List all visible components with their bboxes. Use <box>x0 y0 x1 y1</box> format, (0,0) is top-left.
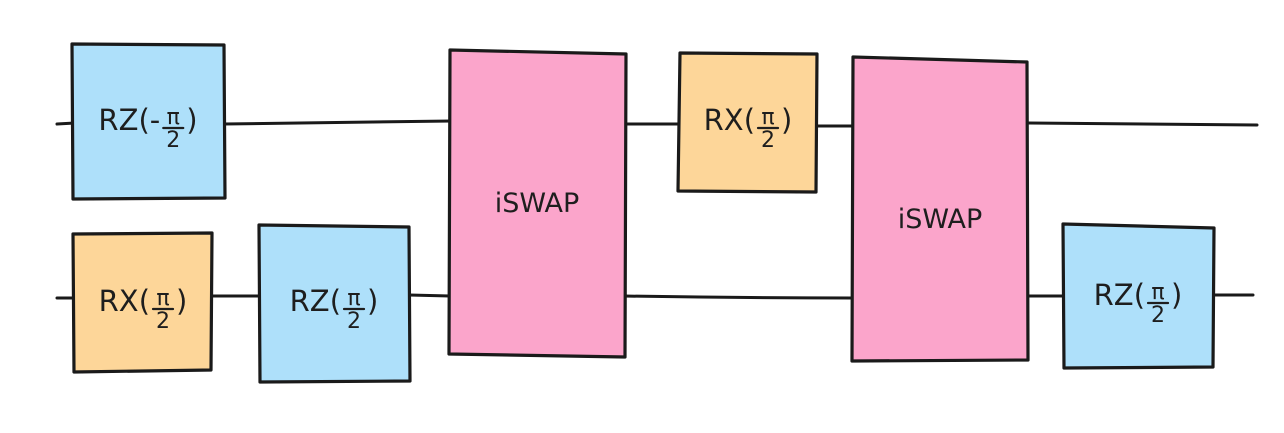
gate-angle-numerator: π <box>347 286 360 311</box>
gate-label: RX(π2) <box>99 284 188 334</box>
gate-label: RZ(π2) <box>290 284 379 334</box>
gate-op: RZ <box>98 103 138 137</box>
gate-open-paren: ( <box>744 103 755 137</box>
gate-open-paren: ( <box>138 103 149 137</box>
gate-angle-numerator: π <box>761 105 774 130</box>
gate-op-text: RX( <box>99 284 150 318</box>
gate-layer: RZ(-π2)RX(π2)RZ(π2)iSWAPRX(π2)iSWAPRZ(π2… <box>70 42 1216 384</box>
gate-label: iSWAP <box>495 188 580 219</box>
rz-gate-1-box <box>70 42 227 201</box>
gate-angle-denominator: 2 <box>761 128 775 153</box>
gate-angle-numerator: π <box>1151 280 1164 305</box>
rz-gate-7-box <box>1061 222 1216 370</box>
rx-gate-2-box <box>71 231 214 374</box>
wire-q0 <box>55 119 1259 128</box>
gate-sign: - <box>150 103 160 137</box>
gate-op: RX <box>704 103 744 137</box>
gate-close-paren: ) <box>781 103 792 137</box>
gate-open-paren: ( <box>330 284 341 318</box>
rz-gate-3: RZ(π2) <box>257 223 412 384</box>
rx-gate-5-box <box>676 51 819 194</box>
gate-open-paren: ( <box>1134 278 1145 312</box>
gate-label: RZ(π2) <box>1094 278 1183 328</box>
gate-op-text: RZ( <box>290 284 341 318</box>
gate-angle-numerator: π <box>156 286 169 311</box>
gate-close-paren: ) <box>1171 278 1182 312</box>
gate-op-text: RX( <box>704 103 755 137</box>
gate-op-text: RZ(- <box>98 103 160 137</box>
gate-angle-denominator: 2 <box>1151 303 1165 328</box>
gate-angle-denominator: 2 <box>156 309 170 334</box>
gate-label: RZ(-π2) <box>98 103 197 153</box>
gate-op: RX <box>99 284 139 318</box>
iswap-gate-4: iSWAP <box>447 48 628 359</box>
rz-gate-7: RZ(π2) <box>1061 222 1216 370</box>
gate-label: iSWAP <box>898 204 983 235</box>
iswap-gate-6: iSWAP <box>850 55 1030 363</box>
gate-open-paren: ( <box>139 284 150 318</box>
gate-angle-numerator: π <box>167 105 180 130</box>
rx-gate-5: RX(π2) <box>676 51 819 194</box>
rz-gate-3-box <box>257 223 412 384</box>
gate-close-paren: ) <box>176 284 187 318</box>
iswap-gate-6-box <box>850 55 1030 363</box>
gate-angle-denominator: 2 <box>166 128 180 153</box>
gate-close-paren: ) <box>186 103 197 137</box>
gate-op: RZ <box>290 284 330 318</box>
rx-gate-2: RX(π2) <box>71 231 214 374</box>
gate-label: RX(π2) <box>704 103 793 153</box>
gate-op-text: RZ( <box>1094 278 1145 312</box>
iswap-gate-4-box <box>447 48 628 359</box>
qubit-wires <box>55 119 1259 300</box>
gate-close-paren: ) <box>367 284 378 318</box>
wire-q1 <box>55 293 1255 300</box>
rz-gate-1: RZ(-π2) <box>70 42 227 201</box>
gate-angle-denominator: 2 <box>347 309 361 334</box>
gate-op: RZ <box>1094 278 1134 312</box>
